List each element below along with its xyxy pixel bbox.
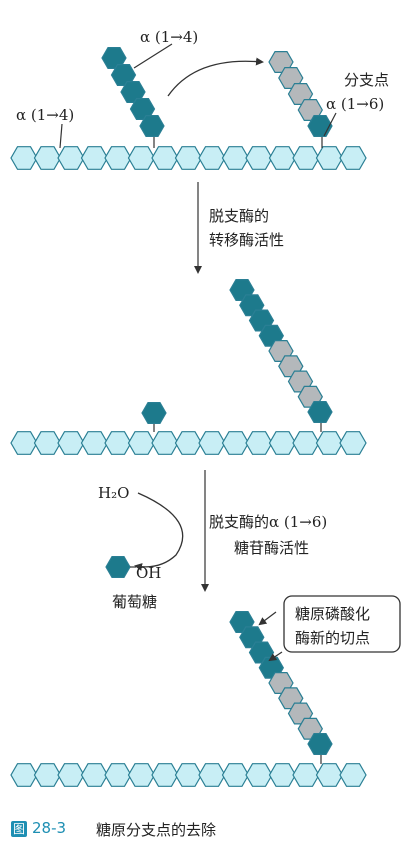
- alpha-1-6-pointer: [323, 112, 337, 137]
- glucose-residue-main-chain: [57, 431, 85, 455]
- glucose-label: 葡萄糖: [112, 593, 157, 611]
- glucose-residue-main-chain: [198, 763, 226, 787]
- glucose-residue-main-chain: [80, 146, 109, 170]
- glucose-residue-main-chain: [339, 763, 367, 787]
- glucose-residue-main-chain: [339, 146, 367, 170]
- alpha-1-4-pointer-left: [59, 123, 63, 149]
- alpha-1-4-pointer-top: [133, 43, 173, 69]
- glucose-residue-main-chain: [268, 763, 297, 787]
- new-cleavage-callout-box: [283, 595, 401, 653]
- hydrolysis-arrow: [134, 492, 184, 571]
- figure-number: 28-3: [32, 819, 67, 837]
- glucose-residue-dark: [307, 114, 333, 137]
- glucose-residue-main-chain: [221, 763, 250, 787]
- cut-point-arrow-2: [268, 651, 283, 662]
- glucose-residue-main-chain: [339, 431, 367, 455]
- h2o-label: H₂O: [98, 484, 129, 502]
- glucose-residue-main-chain: [104, 146, 132, 170]
- glucose-residue-main-chain: [104, 763, 132, 787]
- figure-caption: 糖原分支点的去除: [96, 821, 217, 839]
- alpha-1-4-label-left: α (1→4): [16, 106, 74, 124]
- step2-line2: 糖苷酶活性: [234, 539, 309, 557]
- glucose-residue-main-chain: [57, 146, 85, 170]
- figure-icon: 图: [11, 821, 27, 837]
- branch-point-label: 分支点: [344, 71, 389, 89]
- glucose-residue-main-chain: [174, 763, 203, 787]
- free-glucose: [105, 555, 131, 579]
- glucose-residue-main-chain: [80, 431, 109, 455]
- glucose-residue-dark: [307, 401, 333, 423]
- glucose-residue-main-chain: [104, 431, 132, 455]
- cut-point-line1: 糖原磷酸化: [295, 605, 370, 623]
- glucose-residue-main-chain: [174, 431, 203, 455]
- glucose-residue-main-chain: [198, 146, 226, 170]
- glucose-residue-main-chain: [245, 763, 273, 787]
- glucose-residue-main-chain: [221, 146, 250, 170]
- glucose-residue-main-chain: [292, 146, 320, 170]
- glucose-residue-main-chain: [151, 431, 179, 455]
- transfer-arrow: [167, 57, 264, 97]
- glucose-residue-dark: [307, 732, 333, 756]
- alpha-1-4-label-top: α (1→4): [140, 28, 198, 46]
- glucose-residue-main-chain: [292, 763, 320, 787]
- glucose-residue-main-chain: [221, 431, 250, 455]
- glucose-residue-main-chain: [268, 146, 297, 170]
- glucose-residue-main-chain: [245, 431, 273, 455]
- step1-line2: 转移酶活性: [209, 231, 284, 249]
- step1-line1: 脱支酶的: [209, 207, 269, 225]
- glucose-residue-main-chain: [127, 763, 156, 787]
- glucose-residue-single-branch: [141, 402, 167, 424]
- glucose-residue-main-chain: [10, 146, 38, 170]
- step2-line1: 脱支酶的α (1→6): [209, 513, 327, 531]
- glucose-residue-main-chain: [127, 431, 156, 455]
- glucose-residue-main-chain: [80, 763, 109, 787]
- glucose-residue-main-chain: [198, 431, 226, 455]
- cut-point-line2: 酶新的切点: [295, 629, 370, 647]
- alpha-1-6-label: α (1→6): [326, 95, 384, 113]
- cut-point-arrow-1: [258, 611, 277, 626]
- glucose-residue-main-chain: [315, 431, 344, 455]
- glucose-residue-main-chain: [33, 763, 62, 787]
- glucose-residue-main-chain: [315, 763, 344, 787]
- glucose-residue-main-chain: [245, 146, 273, 170]
- glucose-residue-main-chain: [151, 763, 179, 787]
- oh-label: OH: [136, 564, 161, 582]
- glucose-residue-main-chain: [33, 146, 62, 170]
- glucose-residue-main-chain: [10, 431, 38, 455]
- glucose-residue-main-chain: [174, 146, 203, 170]
- glucose-residue-main-chain: [151, 146, 179, 170]
- glucose-residue-main-chain: [127, 146, 156, 170]
- glucose-residue-dark: [139, 114, 165, 137]
- glucose-residue-main-chain: [10, 763, 38, 787]
- glucose-residue-main-chain: [315, 146, 344, 170]
- glucose-residue-main-chain: [292, 431, 320, 455]
- glucose-residue-main-chain: [57, 763, 85, 787]
- glucose-residue-main-chain: [268, 431, 297, 455]
- glucose-residue-main-chain: [33, 431, 62, 455]
